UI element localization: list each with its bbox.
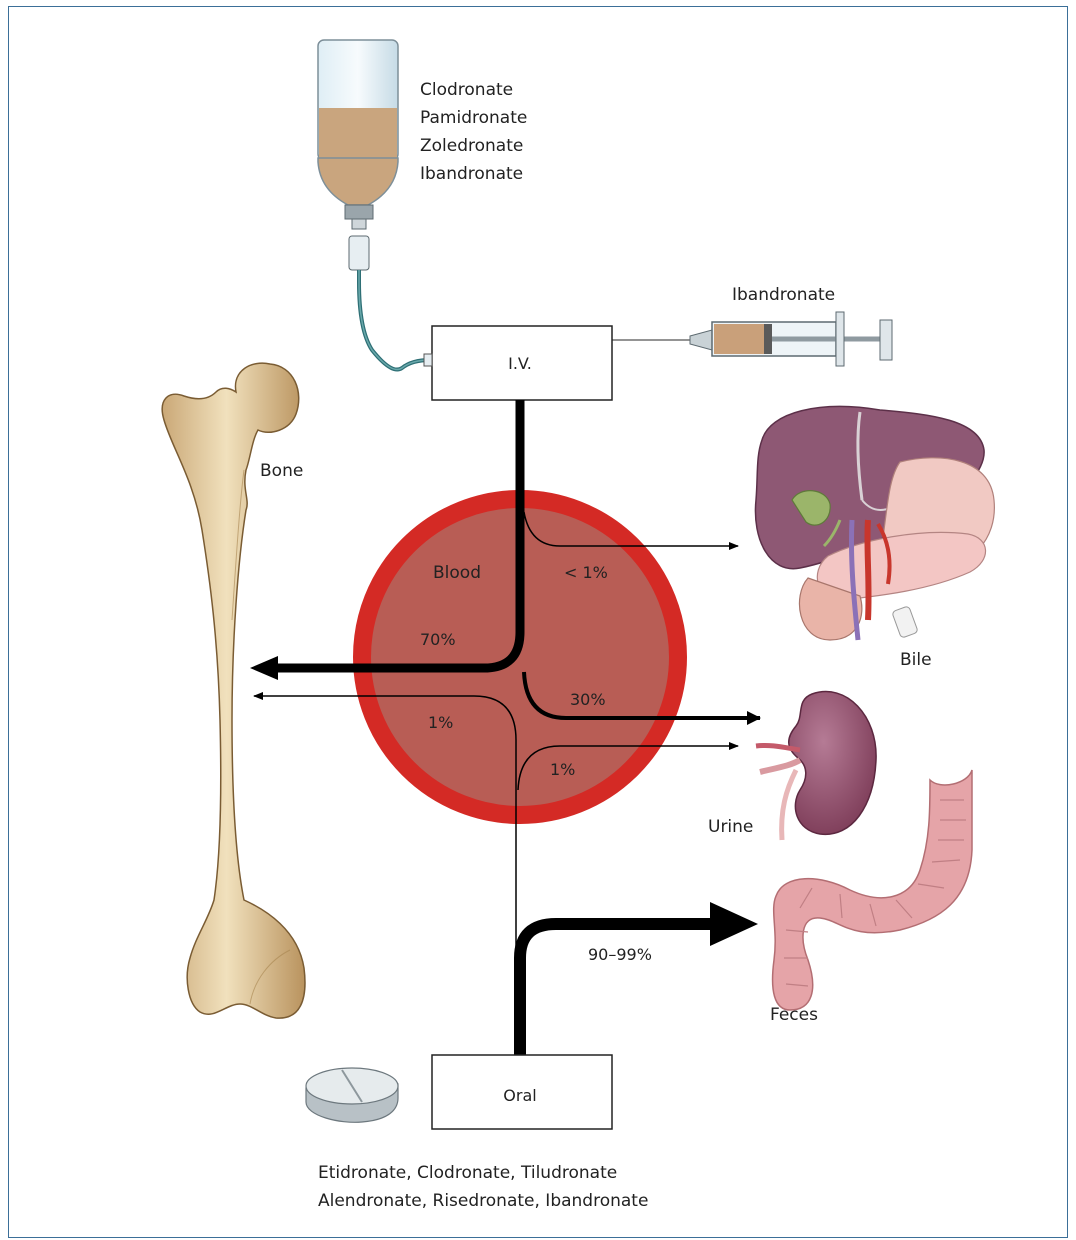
feces-label: Feces (770, 1005, 818, 1025)
oral-route-box: Oral (432, 1055, 612, 1129)
flow-label-bile: < 1% (564, 563, 608, 582)
iv-drug-list: Clodronate Pamidronate Zoledronate Iband… (420, 80, 527, 184)
oral-drugs-line1: Etidronate, Clodronate, Tiludronate (318, 1163, 617, 1183)
syringe-drug-label: Ibandronate (732, 285, 835, 305)
urine-label: Urine (708, 817, 753, 837)
bone-arrowhead (250, 656, 278, 680)
iv-bottle-icon (318, 40, 430, 370)
flow-label-urine-iv: 30% (570, 690, 606, 709)
flow-label-bone-oral: 1% (428, 713, 453, 732)
iv-drug-clodronate: Clodronate (420, 80, 513, 100)
flow-label-urine-oral: 1% (550, 760, 575, 779)
flow-label-bone-iv: 70% (420, 630, 456, 649)
flow-label-feces: 90–99% (588, 945, 652, 964)
syringe-icon (612, 312, 892, 366)
pill-icon (306, 1068, 398, 1122)
iv-drug-pamidronate: Pamidronate (420, 108, 527, 128)
iv-drug-ibandronate: Ibandronate (420, 164, 523, 184)
oral-drugs-line2: Alendronate, Risedronate, Ibandronate (318, 1191, 648, 1211)
kidney-icon (756, 692, 876, 840)
iv-route-label: I.V. (508, 354, 532, 373)
iv-route-box: I.V. (424, 326, 612, 400)
feces-arrowhead (710, 902, 758, 946)
bone-label: Bone (260, 461, 303, 481)
blood-label: Blood (433, 563, 481, 583)
bile-label: Bile (900, 650, 932, 670)
iv-drug-zoledronate: Zoledronate (420, 136, 523, 156)
oral-route-label: Oral (503, 1086, 536, 1105)
flow-oral-to-feces (520, 924, 712, 1055)
liver-icon (755, 407, 994, 640)
